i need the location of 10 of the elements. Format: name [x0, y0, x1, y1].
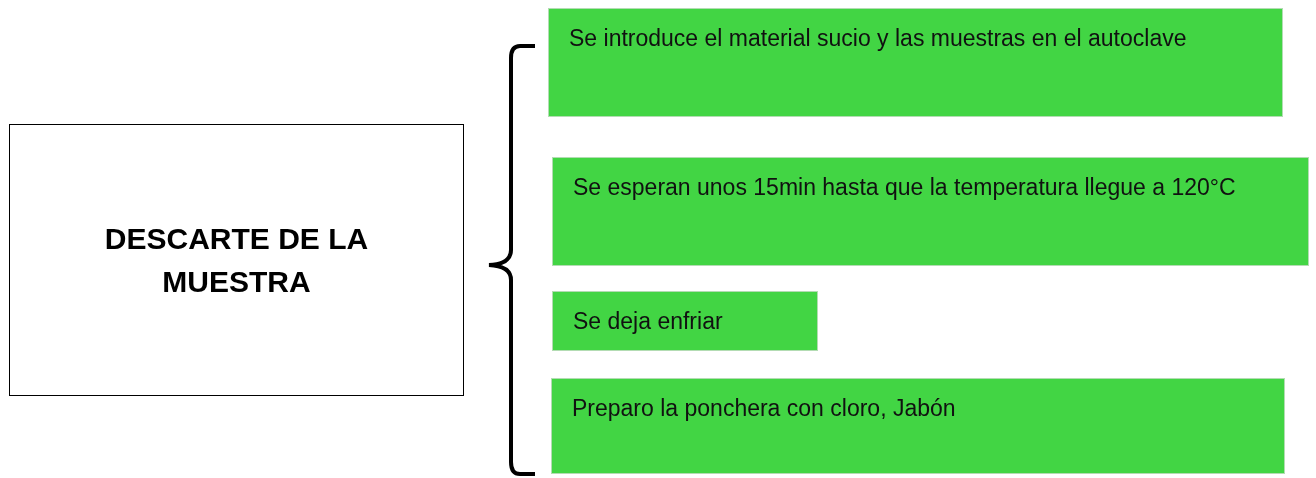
step-box	[551, 378, 1285, 474]
step-text: Se esperan unos 15min hasta que la temperatura llegue a 120°C	[573, 174, 1236, 200]
step-text: Preparo la ponchera con cloro, Jabón	[572, 395, 956, 421]
process-box	[9, 124, 464, 396]
step-box	[552, 291, 818, 351]
box-title: DESCARTE DE LA MUESTRA	[103, 220, 370, 300]
step-text: Se introduce el material sucio y las muestras en el autoclave	[569, 25, 1187, 51]
step-box	[548, 8, 1283, 117]
step-text: Se deja enfriar	[573, 308, 723, 334]
step-box	[552, 157, 1309, 266]
